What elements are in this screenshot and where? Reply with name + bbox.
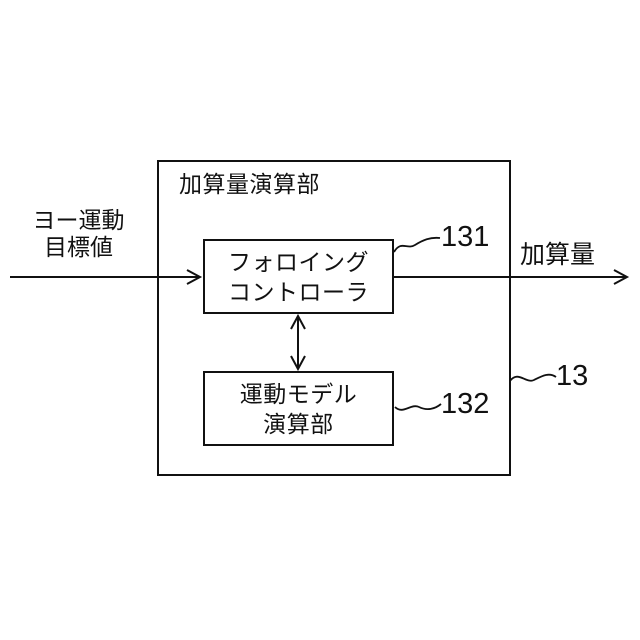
ref-numeral-132: 132: [441, 388, 490, 420]
ref-numeral-131: 131: [441, 221, 490, 253]
block-motion-model-label-line2: 演算部: [263, 410, 334, 437]
ref-numeral-13: 13: [556, 360, 589, 392]
bidirectional-arrow: [290, 313, 306, 372]
input-arrowhead-icon: [186, 269, 203, 285]
block-following-controller-label-line2: コントローラ: [228, 278, 369, 305]
ref-131-leader: [393, 236, 441, 253]
input-signal-label: ヨー運動 目標値: [16, 207, 141, 261]
output-arrowhead-icon: [613, 269, 630, 285]
ref-13-leader: [509, 373, 557, 382]
outer-unit-box: [157, 160, 511, 476]
block-motion-model-label-line1: 運動モデル: [239, 380, 358, 407]
up-arrowhead-icon: [290, 313, 306, 330]
ref-132-leader: [394, 403, 442, 411]
block-motion-model: 運動モデル 演算部: [203, 371, 394, 446]
input-signal-label-line1: ヨー運動: [32, 207, 125, 233]
output-signal-label: 加算量: [520, 241, 596, 269]
input-arrow: [10, 269, 203, 285]
block-following-controller-label-line1: フォロイング: [228, 248, 369, 275]
outer-unit-title: 加算量演算部: [179, 171, 320, 197]
input-signal-label-line2: 目標値: [44, 234, 113, 260]
block-following-controller: フォロイング コントローラ: [203, 239, 394, 314]
down-arrowhead-icon: [290, 355, 306, 372]
